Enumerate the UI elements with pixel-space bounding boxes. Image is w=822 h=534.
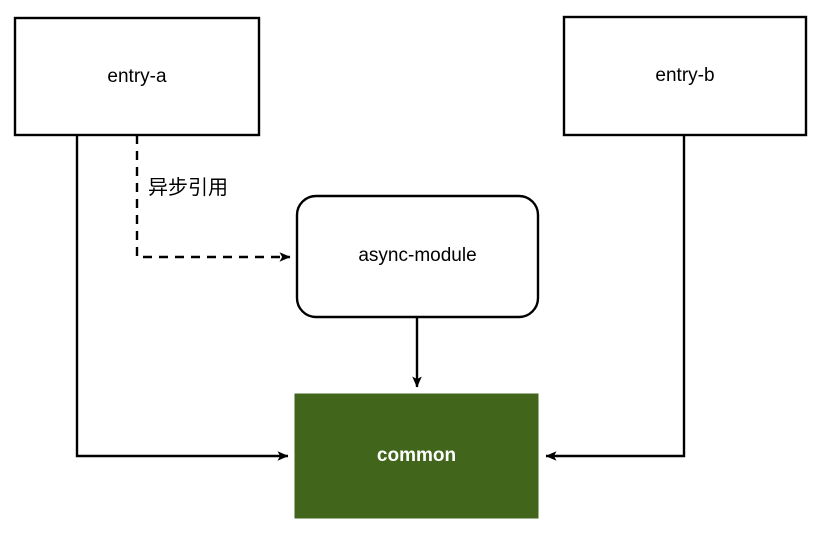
node-entry-b[interactable]: [562, 15, 808, 137]
edge-entry-a-to-async-module: [135, 135, 291, 262]
node-common[interactable]: [294, 393, 539, 519]
node-async-module[interactable]: [295, 194, 540, 319]
node-entry-a[interactable]: [13, 16, 261, 137]
edge-entry-b-to-common: [545, 135, 686, 461]
edge-entry-a-to-common: [75, 135, 289, 461]
